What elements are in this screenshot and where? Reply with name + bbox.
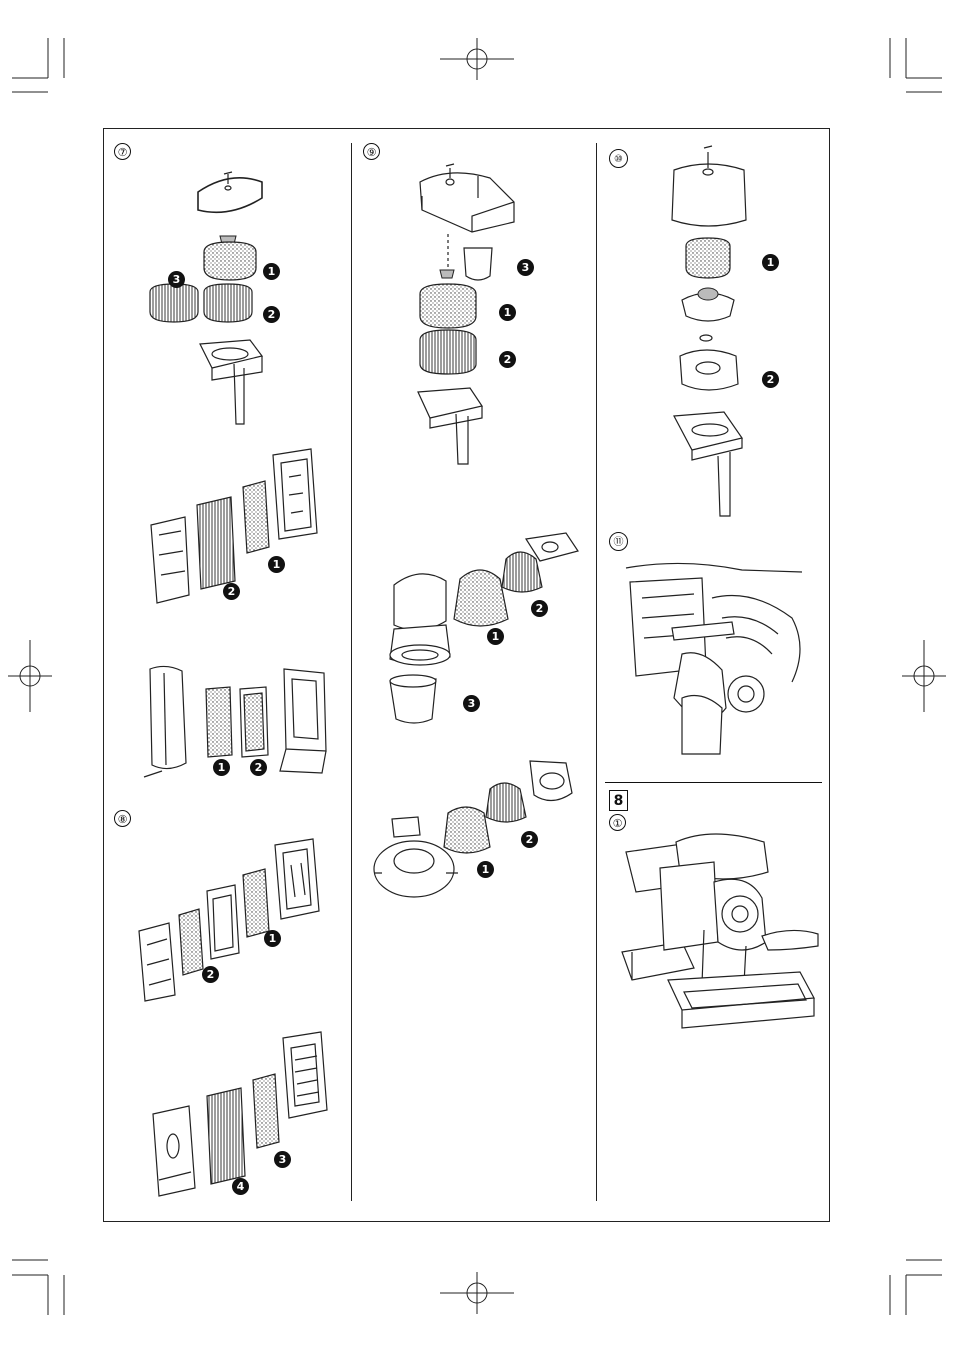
section-8-rule [605,782,822,783]
callout-9b-2: 2 [531,600,548,617]
section-8-label: ⑧ [114,810,131,827]
semi-dry-air-cleaner-illustration [410,152,560,472]
column-divider-left [351,143,352,1201]
section-10-label: ⑩ [609,149,628,168]
oil-bath-air-cleaner-illustration [660,140,770,520]
callout-7b-2: 2 [223,583,240,600]
engine-oil-draining-illustration [612,832,822,1037]
callout-10-2: 2 [762,371,779,388]
callout-8b-4: 4 [232,1178,249,1195]
callout-9a-2: 2 [499,351,516,368]
callout-7a-3: 3 [168,271,185,288]
round-air-cleaner-illustration [370,755,590,915]
callout-8b-3: 3 [274,1151,291,1168]
callout-7c-1: 1 [213,759,230,776]
callout-10-1: 1 [762,254,779,271]
callout-9c-2: 2 [521,831,538,848]
callout-7c-2: 2 [250,759,267,776]
section-11-label: ⑪ [609,532,628,551]
cyclone-air-cleaner-illustration [380,525,580,730]
callout-8a-1: 1 [264,930,281,947]
section-7-label: ⑦ [114,143,131,160]
section-box-8-label: 8 [609,790,628,811]
section-box-8-sublabel: ① [609,814,626,831]
tall-cover-air-cleaner-illustration [140,665,330,795]
callout-7a-1: 1 [263,263,280,280]
callout-9b-3: 3 [463,695,480,712]
oval-air-cleaner-exploded-illustration [140,160,320,430]
column-divider-right [596,143,597,1201]
callout-9b-1: 1 [487,628,504,645]
callout-8a-2: 2 [202,966,219,983]
callout-9c-1: 1 [477,861,494,878]
callout-9a-3: 3 [517,259,534,276]
callout-9a-1: 1 [499,304,516,321]
section-8-air-cleaner-illustration-a [135,835,325,1005]
section-9-label: ⑨ [363,143,380,160]
section-8-air-cleaner-illustration-b [145,1030,335,1200]
callout-7b-1: 1 [268,556,285,573]
spark-plug-removal-illustration [622,558,812,758]
callout-7a-2: 2 [263,306,280,323]
